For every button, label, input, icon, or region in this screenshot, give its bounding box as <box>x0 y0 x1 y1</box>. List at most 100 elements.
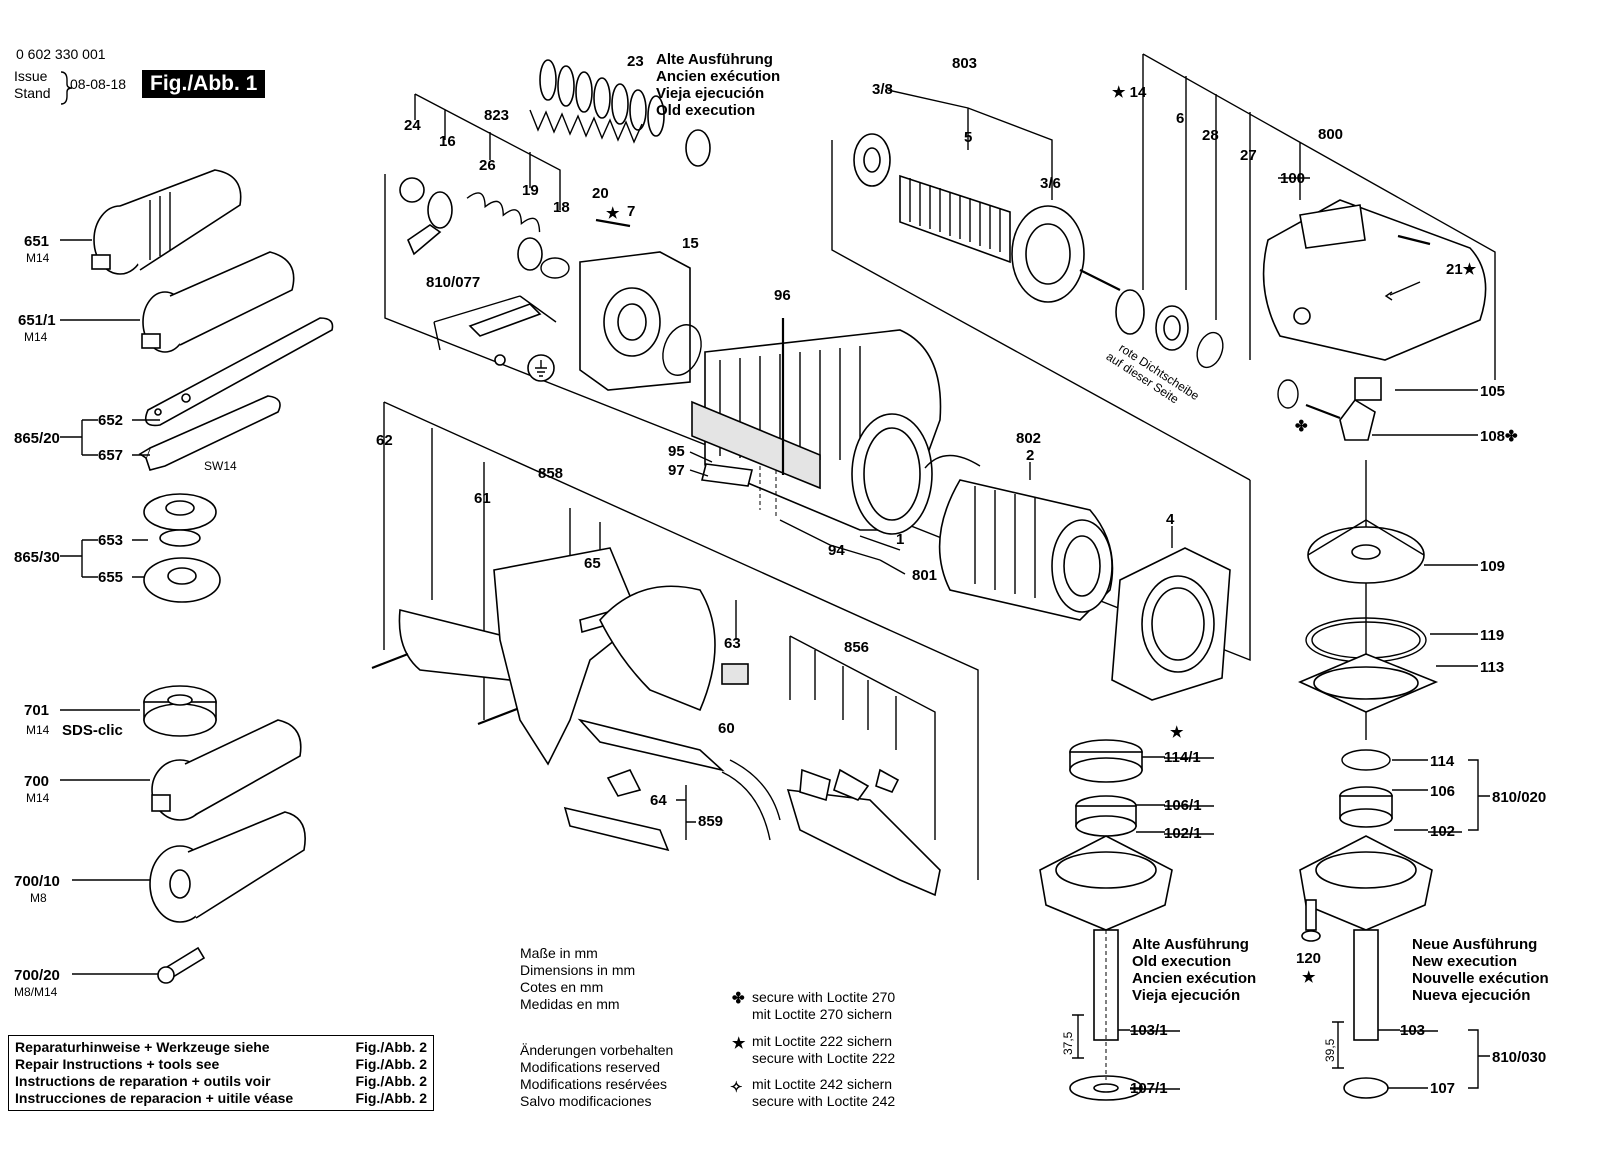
stand-label: Stand <box>14 85 51 101</box>
figure-title: Fig./Abb. 1 <box>142 70 266 98</box>
cable-clamp <box>606 769 642 797</box>
star-120: ★ <box>1302 969 1316 986</box>
air-guide-ring-4 <box>1111 526 1231 701</box>
open-wrench-657 <box>138 395 281 471</box>
cable-protector-64 <box>563 806 670 852</box>
label-62: 62 <box>376 432 393 449</box>
clamping-nut-655 <box>143 557 221 603</box>
label-28: 28 <box>1202 127 1219 144</box>
label-113: 113 <box>1480 659 1504 676</box>
gear-housing-800 <box>1262 199 1487 361</box>
modifications-note-2: Modifications reserved <box>520 1059 660 1075</box>
label-96: 96 <box>774 287 791 304</box>
label-865-30: 865/30 <box>14 549 60 566</box>
label-61: 61 <box>474 490 491 507</box>
old-execution-top-2: Ancien exécution <box>656 68 780 85</box>
label-655: 655 <box>98 569 123 586</box>
leader-94 <box>779 519 881 561</box>
label-651: 651 <box>24 233 49 250</box>
label-119: 119 <box>1480 627 1504 644</box>
loctite222-line-1: mit Loctite 222 sichern <box>752 1033 892 1049</box>
label-107: 107 <box>1430 1080 1455 1097</box>
label-801: 801 <box>912 567 937 584</box>
label-859: 859 <box>698 813 723 830</box>
interference-suppressor-63 <box>721 663 749 685</box>
repair-row: Repair Instructions + tools see Fig./Abb… <box>15 1056 427 1073</box>
label-701-thread: M14 <box>26 723 50 737</box>
label-21: 21★ <box>1446 261 1477 278</box>
o-ring-15 <box>662 324 702 376</box>
auxiliary-handle-700-10 <box>149 811 306 923</box>
armature-803 <box>831 89 1251 481</box>
repair-ref: Fig./Abb. 2 <box>355 1073 427 1089</box>
label-651-thread: M14 <box>26 251 50 265</box>
screw-20 <box>595 218 631 228</box>
issue-label: Issue <box>14 68 48 84</box>
loctite270-icon: ✤ <box>732 990 745 1007</box>
label-856: 856 <box>844 639 869 656</box>
document-number: 0 602 330 001 <box>16 46 106 62</box>
dimensions-note-4: Medidas en mm <box>520 996 620 1012</box>
label-810-030: 810/030 <box>1492 1049 1546 1066</box>
accessory-column <box>60 169 334 984</box>
leader-95-97 <box>689 451 713 477</box>
washer-27 <box>1277 379 1299 409</box>
loctite270-line-2: mit Loctite 270 sichern <box>752 1006 892 1022</box>
repair-text: Instrucciones de reparacion + uitile véa… <box>15 1090 294 1106</box>
star-114-1: ★ <box>1170 724 1184 741</box>
threaded-stud-700-20 <box>157 946 206 984</box>
dimensions-note-3: Cotes en mm <box>520 979 603 995</box>
label-114: 114 <box>1430 753 1455 770</box>
repair-instructions-box: Reparaturhinweise + Werkzeuge siehe Fig.… <box>8 1035 434 1111</box>
repair-ref: Fig./Abb. 2 <box>355 1056 427 1072</box>
label-109: 109 <box>1480 558 1505 575</box>
ring-28 <box>1196 331 1224 369</box>
label-120: 120 <box>1296 950 1321 967</box>
issue-date: 08-08-18 <box>70 76 127 92</box>
label-1: 1 <box>896 531 904 548</box>
repair-text: Reparaturhinweise + Werkzeuge siehe <box>15 1039 270 1055</box>
repair-text: Repair Instructions + tools see <box>15 1056 220 1072</box>
sds-clic-label: SDS-clic <box>62 722 123 739</box>
repair-row: Instrucciones de reparacion + uitile véa… <box>15 1090 427 1107</box>
label-810-077: 810/077 <box>426 274 480 291</box>
ring-14 <box>1115 289 1145 335</box>
label-700-20-thread: M8/M14 <box>14 985 58 999</box>
label-16: 16 <box>439 133 456 150</box>
label-701: 701 <box>24 702 49 719</box>
label-5: 5 <box>964 129 972 146</box>
screw-21 <box>1397 234 1431 246</box>
sds-clic-nut-701 <box>143 685 217 737</box>
label-865-20: 865/20 <box>14 430 60 447</box>
label-657: 657 <box>98 447 123 464</box>
gear-head-group <box>1115 53 1496 441</box>
old-execution-top-4: Old execution <box>656 102 755 119</box>
label-26: 26 <box>479 157 496 174</box>
label-800: 800 <box>1318 126 1343 143</box>
old-execution-top-1: Alte Ausführung <box>656 51 773 68</box>
loctite270-line-1: secure with Loctite 270 <box>752 989 895 1005</box>
new-execution-4: Nueva ejecución <box>1412 987 1530 1004</box>
pinion-108 <box>1339 398 1376 441</box>
brush-holder-group <box>384 59 1251 662</box>
label-94: 94 <box>828 542 845 559</box>
label-3-8: 3/8 <box>872 81 893 98</box>
screw-62 <box>371 652 409 670</box>
old-execution-top-3: Vieja ejecución <box>656 85 764 102</box>
label-802: 802 <box>1016 430 1041 447</box>
dimension-37-5: 37,5 <box>1061 1031 1075 1055</box>
label-64: 64 <box>650 792 667 809</box>
flange-653 <box>143 493 217 547</box>
label-108: 108✤ <box>1480 428 1518 445</box>
seal-note: rote Dichtscheibe auf dieser Seite <box>1104 341 1202 407</box>
label-700-20: 700/20 <box>14 967 60 984</box>
brush-set-810-077 <box>433 295 557 382</box>
repair-row: Instructions de reparation + outils voir… <box>15 1073 427 1090</box>
loctite242-line-2: secure with Loctite 242 <box>752 1093 895 1109</box>
label-7: 7 <box>627 203 635 220</box>
gear-stack-right <box>1298 460 1439 740</box>
issue-stand-label: Issue Stand <box>14 68 51 102</box>
old-execution-bottom-2: Old execution <box>1132 953 1231 970</box>
label-15: 15 <box>682 235 699 252</box>
new-execution-3: Nouvelle exécution <box>1412 970 1549 987</box>
